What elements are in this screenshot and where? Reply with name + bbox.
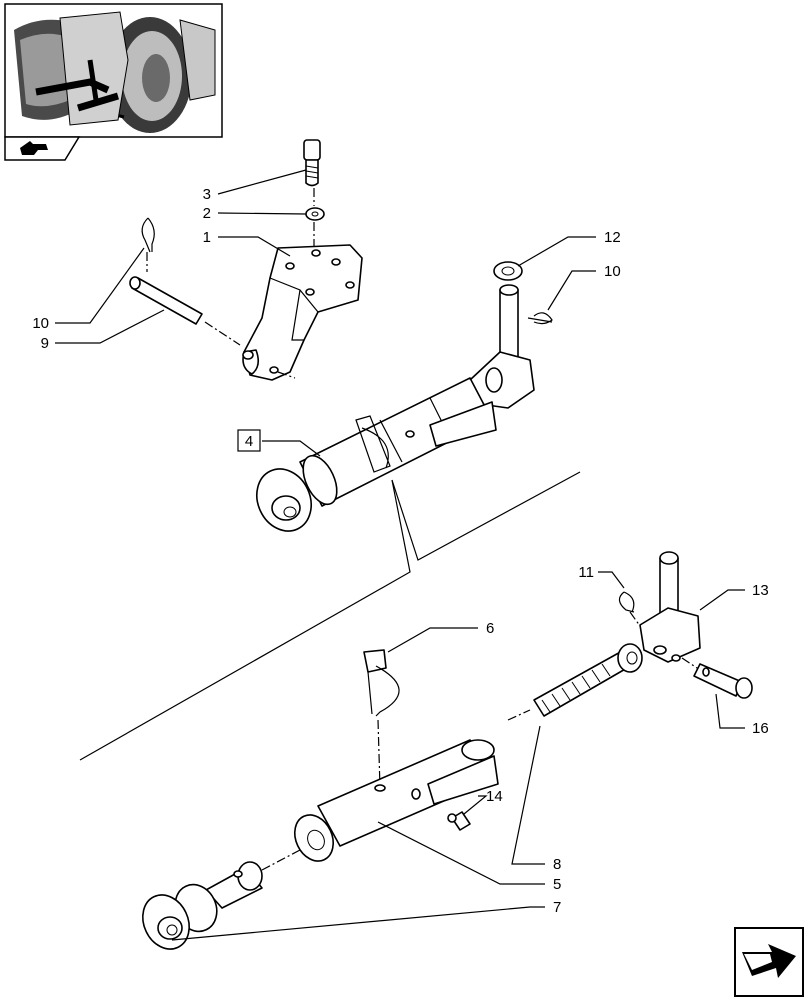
pin-part: [129, 276, 203, 325]
callout-11[interactable]: 11: [578, 564, 594, 581]
clip-part: [141, 217, 155, 253]
washer-part: [305, 207, 325, 221]
grease-nipple-part: [447, 811, 471, 831]
spring-clip-part: [363, 649, 400, 717]
callout-14[interactable]: 14: [486, 788, 503, 805]
callout-10-right[interactable]: 10: [604, 263, 621, 280]
callout-16[interactable]: 16: [752, 720, 769, 737]
tractor-thumbnail[interactable]: [4, 3, 223, 138]
callout-5[interactable]: 5: [553, 876, 561, 893]
callout-1[interactable]: 1: [203, 229, 211, 246]
callout-12[interactable]: 12: [604, 229, 621, 246]
callout-8[interactable]: 8: [553, 856, 561, 873]
callout-2[interactable]: 2: [203, 205, 211, 222]
yoke-part: [639, 551, 701, 663]
callout-3[interactable]: 3: [203, 186, 211, 203]
callout-9[interactable]: 9: [41, 335, 49, 352]
arrow-section-icon: [4, 136, 81, 161]
callout-13[interactable]: 13: [752, 582, 769, 599]
callout-10-left[interactable]: 10: [32, 315, 49, 332]
tube-part: [293, 739, 499, 862]
callout-7[interactable]: 7: [553, 899, 561, 916]
leader-lines: [55, 169, 745, 941]
clip-part: [527, 312, 553, 325]
callout-6[interactable]: 6: [486, 620, 494, 637]
bolt-part: [303, 139, 321, 187]
washer-part: [493, 261, 523, 281]
bracket-part: [242, 244, 363, 381]
callout-4-box: [237, 429, 261, 452]
threaded-rod-part: [533, 643, 643, 717]
eye-end-part: [142, 861, 263, 950]
pin-part: [693, 663, 753, 699]
pin-part: [499, 284, 519, 361]
callout-labels: 3 2 1 4 10 9 12 10 11 13 16 6 14 8 5 7: [32, 186, 768, 916]
next-page-arrow-icon[interactable]: [734, 927, 804, 997]
turnbuckle-assembly: [256, 351, 535, 532]
clip-part: [618, 591, 635, 613]
callout-4[interactable]: 4: [245, 433, 253, 450]
